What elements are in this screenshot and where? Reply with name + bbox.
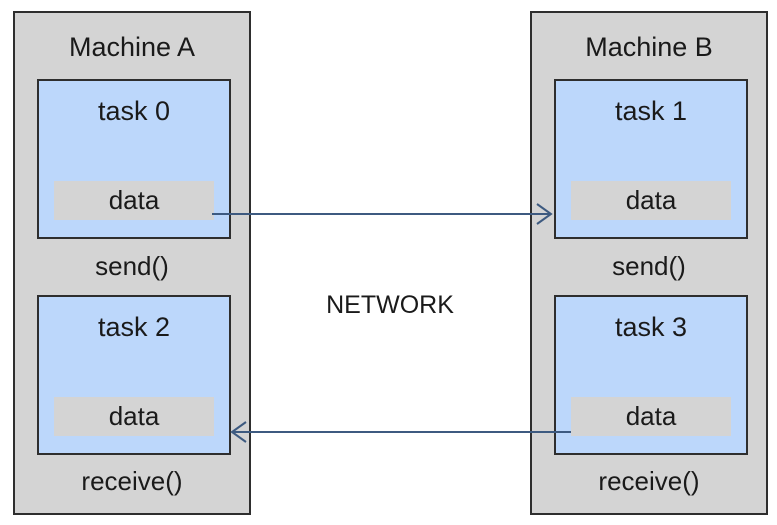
task-1-title: task 1 xyxy=(614,96,688,126)
machine-a-receive-label: receive() xyxy=(81,466,183,496)
machine-a-box: Machine A task 0 data send() task 2 data… xyxy=(13,11,251,515)
send-arrow xyxy=(212,203,553,225)
task-2-title: task 2 xyxy=(97,312,171,342)
task-3-box: task 3 data xyxy=(554,295,748,455)
task-2-data: data xyxy=(54,397,214,436)
machine-b-box: Machine B task 1 data send() task 3 data… xyxy=(530,11,768,515)
task-0-box: task 0 data xyxy=(37,79,231,239)
machine-b-send-label: send() xyxy=(612,251,686,281)
receive-arrow xyxy=(230,421,571,443)
machine-b-title: Machine B xyxy=(585,32,713,62)
task-0-data: data xyxy=(54,181,214,220)
task-1-box: task 1 data xyxy=(554,79,748,239)
machine-a-title: Machine A xyxy=(68,32,196,62)
task-0-title: task 0 xyxy=(97,96,171,126)
machine-a-send-label: send() xyxy=(95,251,169,281)
network-label: NETWORK xyxy=(326,291,454,319)
task-2-box: task 2 data xyxy=(37,295,231,455)
task-1-data: data xyxy=(571,181,731,220)
task-3-title: task 3 xyxy=(614,312,688,342)
machine-b-receive-label: receive() xyxy=(598,466,700,496)
task-3-data: data xyxy=(571,397,731,436)
